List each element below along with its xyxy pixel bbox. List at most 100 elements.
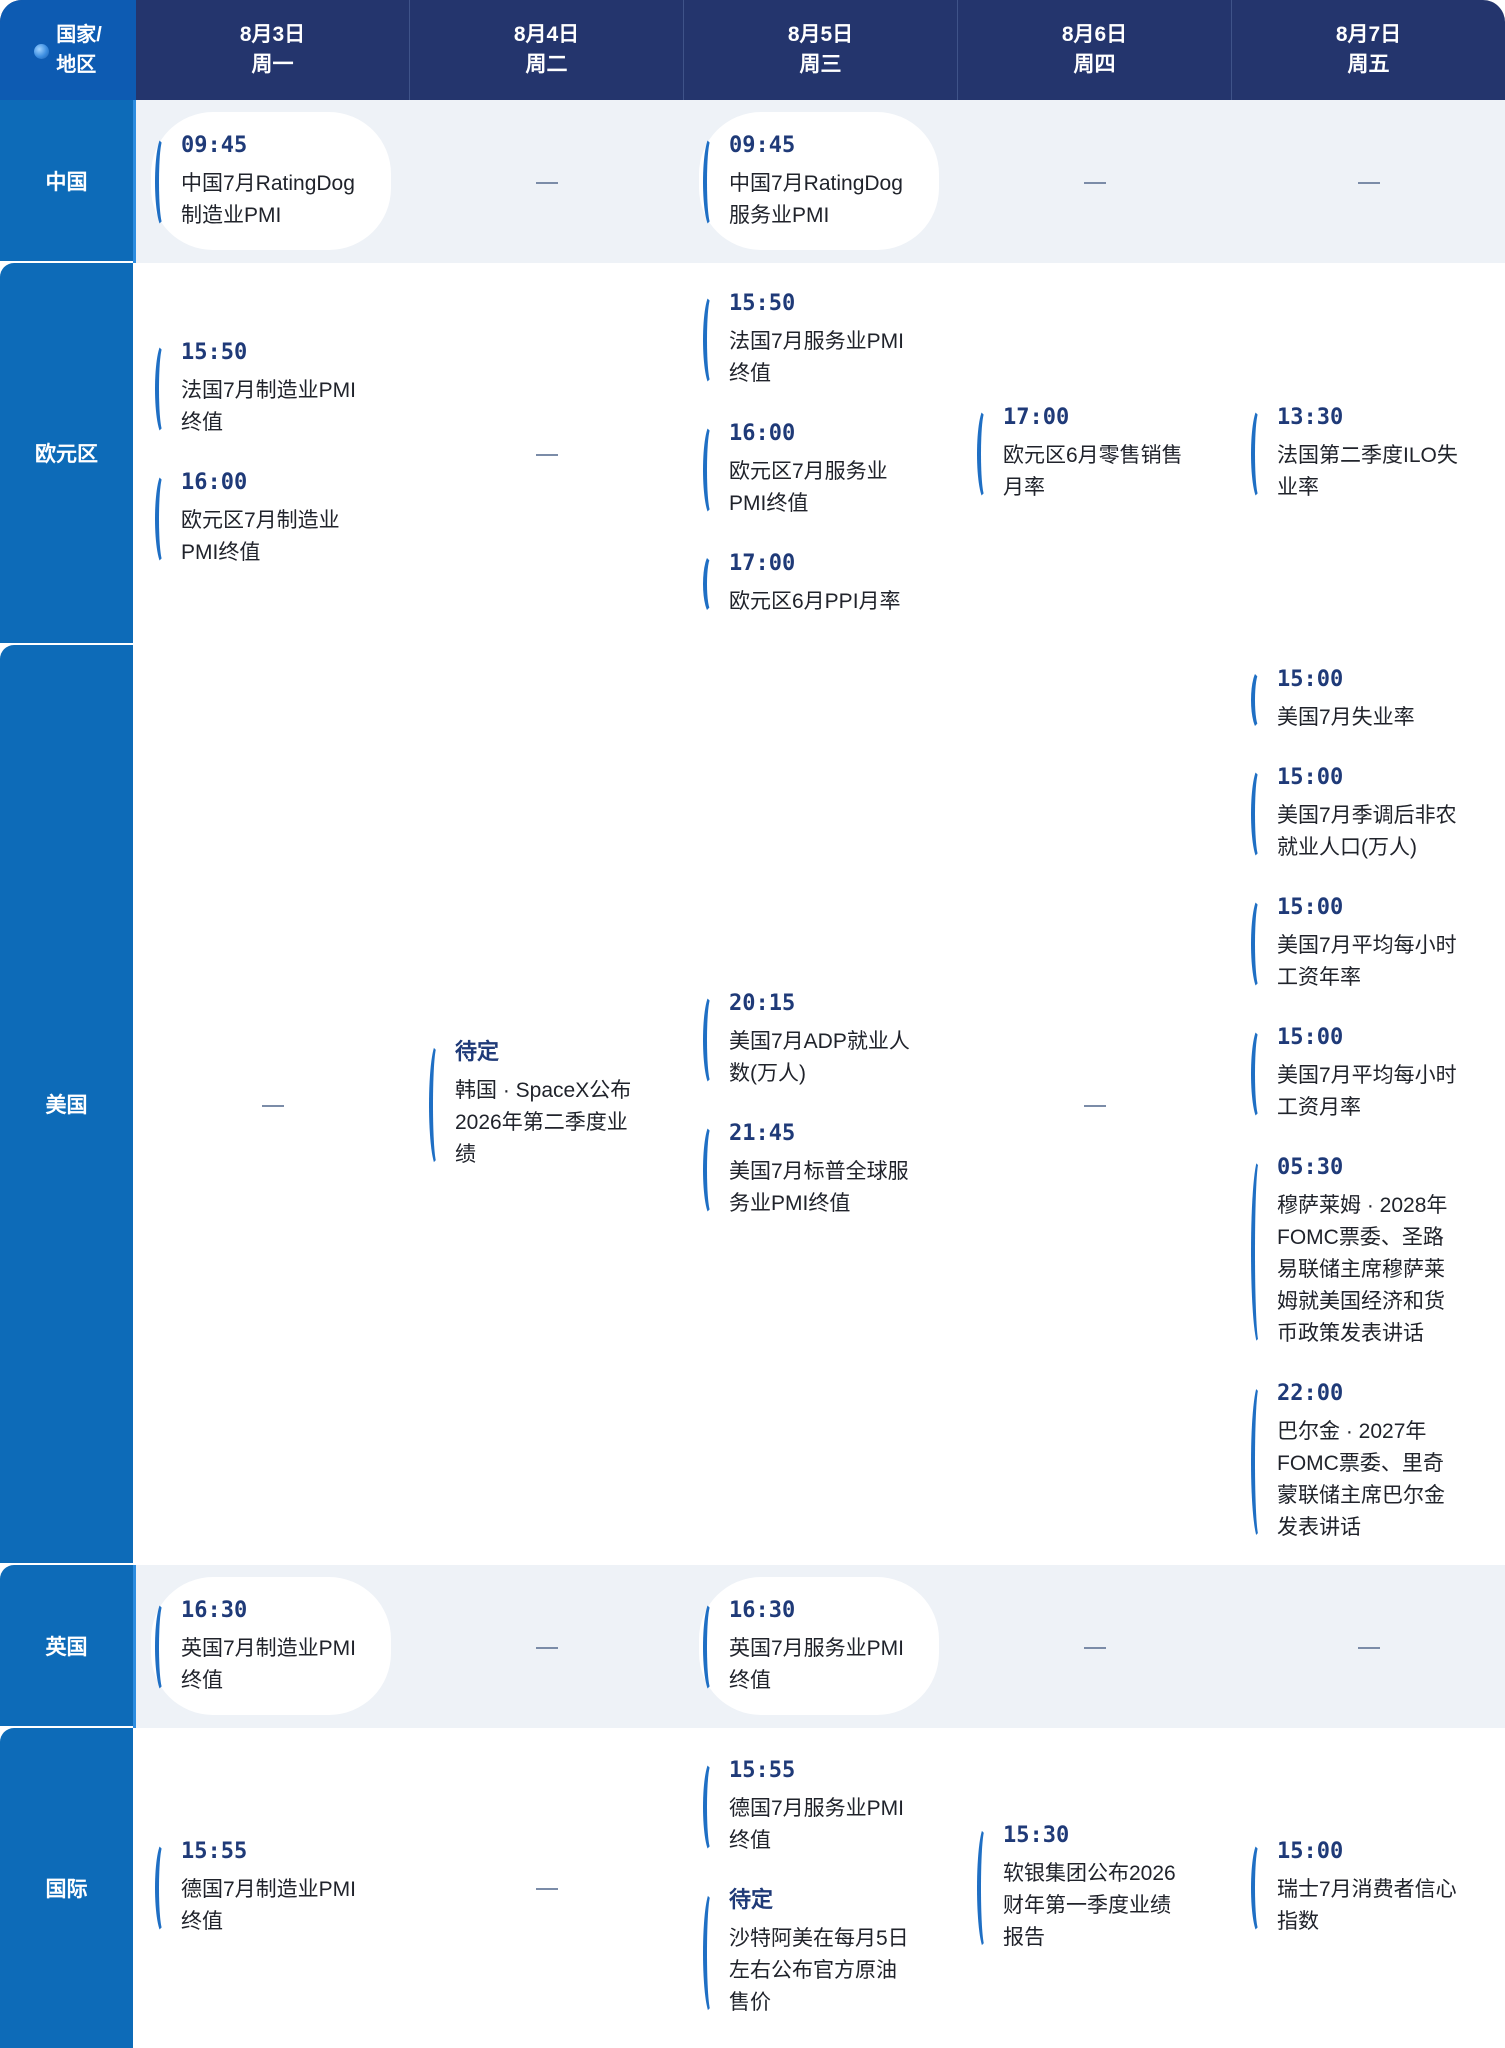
event-title-line: 指数	[1277, 1910, 1319, 1933]
event-title: 美国7月平均每小时工资年率	[1277, 930, 1457, 994]
day-header-4: 8月6日周四	[958, 0, 1231, 100]
event-title-line: 美国7月标普全球服	[729, 1160, 909, 1183]
event-title-line: 业率	[1277, 476, 1319, 499]
day-header-1: 8月3日周一	[136, 0, 409, 100]
event-title-line: 数(万人)	[729, 1062, 806, 1085]
event-title-line: 终值	[181, 1668, 223, 1692]
country-label: 美国	[0, 645, 133, 1563]
event-time: 09:45	[729, 132, 796, 158]
event-time: 17:00	[1003, 405, 1070, 430]
event-title-line: 左右公布官方原油	[729, 1959, 897, 1982]
event-title-line: 报告	[1003, 1926, 1045, 1949]
event-title-line: 法国7月制造业PMI	[181, 379, 357, 402]
event-bracket-icon	[1251, 768, 1267, 860]
day-date: 8月4日	[513, 23, 580, 46]
event-bracket-icon	[1251, 1384, 1267, 1540]
event-bracket-icon	[429, 1043, 445, 1167]
event-title-line: 软银集团公布2026	[1003, 1862, 1176, 1885]
header-separator	[1231, 0, 1232, 100]
event-time: 15:50	[181, 340, 248, 365]
header-separator	[409, 0, 410, 100]
event-item[interactable]: 17:00 欧元区6月零售销售月率	[977, 404, 1222, 504]
event-title-line: 瑞士7月消费者信心	[1277, 1878, 1457, 1901]
event-title: 软银集团公布2026 财年第一季度业绩报告	[1003, 1858, 1176, 1954]
event-title-line: 易联储主席穆萨莱	[1277, 1258, 1445, 1281]
event-bracket-icon	[703, 554, 719, 614]
event-title-line: 财年第一季度业绩	[1003, 1894, 1171, 1917]
event-item[interactable]: 16:30 英国7月制造业PMI 终值	[151, 1576, 400, 1715]
event-item[interactable]: 16:00 欧元区7月制造业 PMI终值	[155, 469, 400, 569]
event-bracket-icon	[155, 135, 171, 228]
country-header-line-2: 地区	[56, 54, 97, 76]
event-time: 16:30	[181, 1597, 248, 1623]
event-title-line: 工资年率	[1277, 966, 1361, 989]
event-time: 16:00	[729, 421, 796, 446]
event-title-line: 售价	[729, 1991, 771, 2014]
event-item[interactable]: 待定沙特阿美在每月5日左右公布官方原油售价	[703, 1887, 948, 2019]
event-title-line: 德国7月制造业PMI	[181, 1878, 357, 1901]
event-title-line: 服务业PMI	[729, 203, 830, 227]
day-weekday: 周三	[799, 53, 842, 76]
empty-dash	[535, 181, 558, 184]
header-bar	[0, 0, 1505, 100]
event-bracket-icon	[703, 1600, 719, 1693]
event-title-line: 韩国 · SpaceX公布	[455, 1079, 632, 1102]
day-weekday: 周四	[1073, 53, 1116, 76]
event-title-line: 美国7月季调后非农	[1277, 804, 1457, 827]
event-title-line: PMI终值	[181, 541, 261, 564]
event-title-line: 制造业PMI	[181, 203, 282, 227]
event-title: 瑞士7月消费者信心指数	[1277, 1874, 1457, 1938]
event-bracket-icon	[703, 1124, 719, 1216]
country-region-header: 国家/ 地区	[0, 0, 136, 100]
event-title-line: 欧元区6月零售销售	[1003, 444, 1183, 467]
event-title-line: 法国第二季度ILO失	[1277, 444, 1458, 467]
day-header-5: 8月7日周五	[1232, 0, 1505, 100]
empty-dash	[1357, 181, 1380, 184]
event-bracket-icon	[703, 294, 719, 386]
event-pill-background	[699, 111, 939, 250]
event-time: 待定	[455, 1040, 500, 1065]
event-title-line: 欧元区7月制造业	[181, 509, 340, 532]
event-bracket-icon	[703, 424, 719, 516]
event-title: 美国7月季调后非农就业人口(万人)	[1277, 800, 1457, 864]
event-time: 16:00	[181, 470, 248, 495]
country-label: 欧元区	[0, 263, 133, 643]
day-date: 8月5日	[787, 23, 854, 46]
event-title-line: 欧元区7月服务业	[729, 460, 888, 483]
event-title: 美国7月平均每小时工资月率	[1277, 1060, 1457, 1124]
header-separator	[957, 0, 958, 100]
event-title-line: 美国7月ADP就业人	[729, 1030, 910, 1053]
event-bracket-icon	[703, 1761, 719, 1853]
event-time: 待定	[729, 1888, 774, 1913]
event-title-line: 月率	[1003, 476, 1045, 499]
country-label: 国际	[0, 1728, 133, 2048]
empty-dash	[261, 1105, 284, 1107]
event-title-line: 美国7月失业率	[1277, 706, 1415, 729]
event-title-line: 英国7月制造业PMI	[181, 1636, 357, 1660]
country-header-line-1: 国家/	[56, 24, 102, 46]
event-bracket-icon	[155, 1842, 171, 1934]
